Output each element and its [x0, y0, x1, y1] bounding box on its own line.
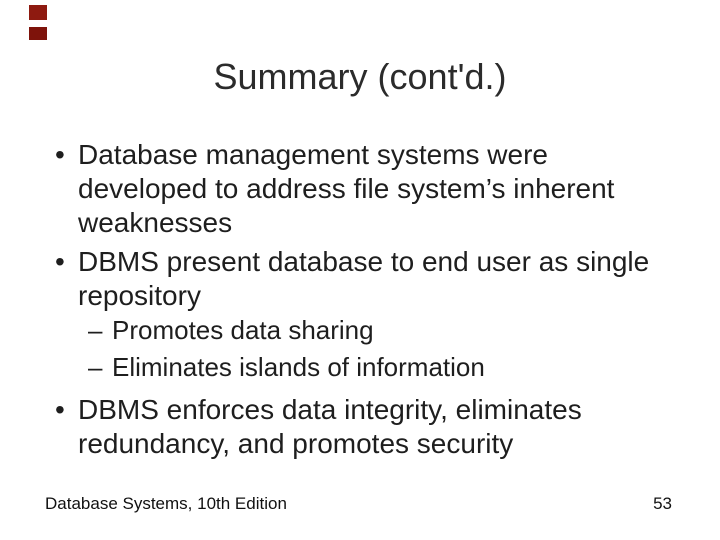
sub-bullet-marker: –	[88, 315, 103, 345]
bullet-text: DBMS enforces data integrity, eliminates…	[78, 394, 582, 459]
bullet-marker: •	[55, 139, 65, 170]
sub-bullet-item: – Eliminates islands of information	[88, 351, 708, 383]
bullet-text: Database management systems were develop…	[78, 139, 615, 238]
bullet-item: • DBMS enforces data integrity, eliminat…	[55, 393, 715, 461]
bullet-item: • DBMS present database to end user as s…	[55, 245, 715, 313]
footer-page-number: 53	[653, 494, 672, 513]
sub-bullet-marker: –	[88, 352, 103, 382]
slide-title: Summary (cont'd.)	[213, 56, 507, 97]
bullet-marker: •	[55, 394, 65, 425]
corner-accent-top	[29, 5, 47, 20]
bullet-item: • Database management systems were devel…	[55, 138, 715, 240]
bullet-marker: •	[55, 246, 65, 277]
corner-accent-bottom	[29, 27, 47, 40]
sub-bullet-item: – Promotes data sharing	[88, 314, 708, 346]
sub-bullet-text: Promotes data sharing	[112, 315, 374, 345]
bullet-text: DBMS present database to end user as sin…	[78, 246, 650, 311]
footer-course-title: Database Systems, 10th Edition	[45, 494, 287, 513]
sub-bullet-text: Eliminates islands of information	[112, 352, 485, 382]
